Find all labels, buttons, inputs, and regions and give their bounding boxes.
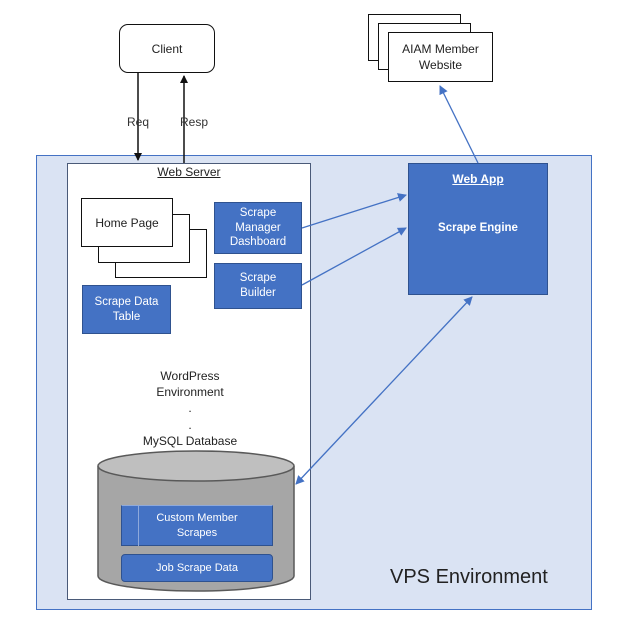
aiam-member-website-box: AIAM Member Website xyxy=(388,32,493,82)
webapp-database-arrow xyxy=(295,296,473,485)
scrape-data-table-line2: Table xyxy=(112,310,141,323)
vps-environment-label: VPS Environment xyxy=(390,566,548,588)
scrape-builder-line2: Builder xyxy=(240,287,276,299)
wordpress-line2: Environment xyxy=(156,385,224,400)
wordpress-line1: WordPress xyxy=(160,369,220,383)
web-server-title: Web Server xyxy=(157,165,221,179)
custom-member-scrapes-box: Custom Member Scrapes xyxy=(121,505,273,546)
scrape-data-table-line1: Scrape Data xyxy=(94,295,159,308)
custom-member-line1: Custom Member xyxy=(156,511,238,524)
scrape-manager-line2: Manager xyxy=(235,221,281,234)
web-app-box xyxy=(408,163,548,295)
mysql-database-label: MySQL Database xyxy=(142,433,238,448)
home-page-label: Home Page xyxy=(95,215,159,230)
client-box: Client xyxy=(119,24,215,73)
custom-member-divider xyxy=(138,505,139,546)
webapp-to-aiam-arrow xyxy=(439,85,479,164)
aiam-line2: Website xyxy=(418,58,463,72)
aiam-line1: AIAM Member xyxy=(402,41,479,56)
wordpress-dot1: . xyxy=(188,401,192,416)
wordpress-dot2: . xyxy=(188,417,192,432)
wordpress-environment-text: WordPress Environment . . MySQL Database xyxy=(120,368,260,449)
web-app-title: Web App xyxy=(452,172,504,186)
job-scrape-data-box: Job Scrape Data xyxy=(121,554,273,582)
builder-to-webapp-arrow xyxy=(301,227,407,286)
client-label: Client xyxy=(151,41,183,56)
scrape-data-table-box: Scrape Data Table xyxy=(82,285,171,334)
scrape-manager-line3: Dashboard xyxy=(229,236,287,249)
scrape-builder-box: Scrape Builder xyxy=(214,263,302,309)
scrape-engine-label: Scrape Engine xyxy=(438,222,518,234)
scrape-manager-dashboard-box: Scrape Manager Dashboard xyxy=(214,202,302,254)
req-label: Req xyxy=(127,115,150,129)
job-scrape-data-label: Job Scrape Data xyxy=(156,561,238,574)
resp-label: Resp xyxy=(180,115,209,129)
manager-to-webapp-arrow xyxy=(301,193,407,229)
home-page-box: Home Page xyxy=(81,198,173,247)
scrape-manager-line1: Scrape xyxy=(239,206,277,219)
custom-member-line2: Scrapes xyxy=(176,526,218,539)
scrape-builder-line1: Scrape xyxy=(239,272,277,285)
